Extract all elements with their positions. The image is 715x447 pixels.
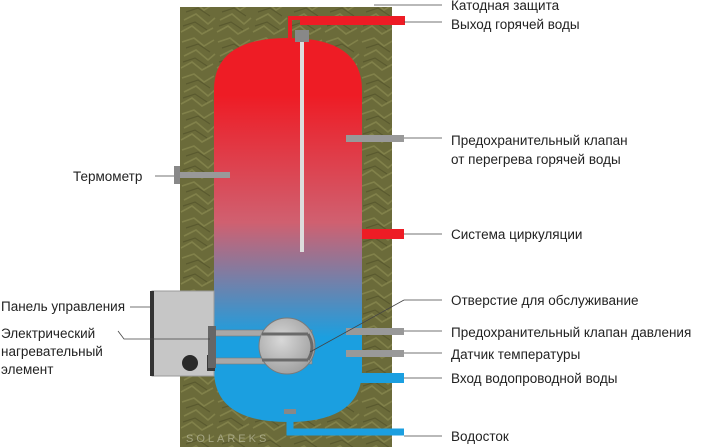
cold-inlet-pipe [358, 373, 404, 383]
service-opening [258, 317, 316, 375]
label-control-panel: Панель управления [1, 299, 126, 314]
control-knob [182, 355, 198, 371]
anode-rod [300, 42, 304, 252]
watermark: SOLAREKS [186, 433, 269, 445]
label-relief-valve-hot: Предохранительный клапан от перегрева го… [451, 133, 628, 167]
drain-cap [284, 409, 296, 414]
temp-sensor-fitting [346, 350, 404, 357]
control-panel-edge [150, 291, 154, 376]
label-cathode: Катодная защита [451, 0, 560, 13]
label-pressure-valve: Предохранительный клапан давления [451, 325, 692, 340]
relief-valve-hot-fitting [346, 135, 404, 142]
label-heater: Электрический нагревательный элемент [1, 326, 103, 377]
circulation-pipe [362, 229, 404, 239]
label-thermometer: Термометр [73, 169, 143, 184]
label-drain: Водосток [451, 429, 509, 444]
label-circulation: Система циркуляции [451, 227, 583, 242]
leader-lines [117, 4, 442, 437]
cathode-cap [295, 30, 309, 42]
heater-flange [208, 326, 216, 368]
tank [214, 38, 362, 422]
hot-outlet-pipe [300, 17, 405, 25]
label-temp-sensor: Датчик температуры [451, 347, 581, 362]
label-cold-inlet: Вход водопроводной воды [451, 371, 618, 386]
thermometer-head [174, 166, 180, 184]
label-service-opening: Отверстие для обслуживание [451, 293, 639, 308]
drain-pipe [286, 412, 404, 436]
pressure-valve-fitting [346, 328, 404, 335]
label-hot-outlet: Выход горячей воды [451, 17, 580, 32]
thermometer-stem [176, 172, 230, 178]
